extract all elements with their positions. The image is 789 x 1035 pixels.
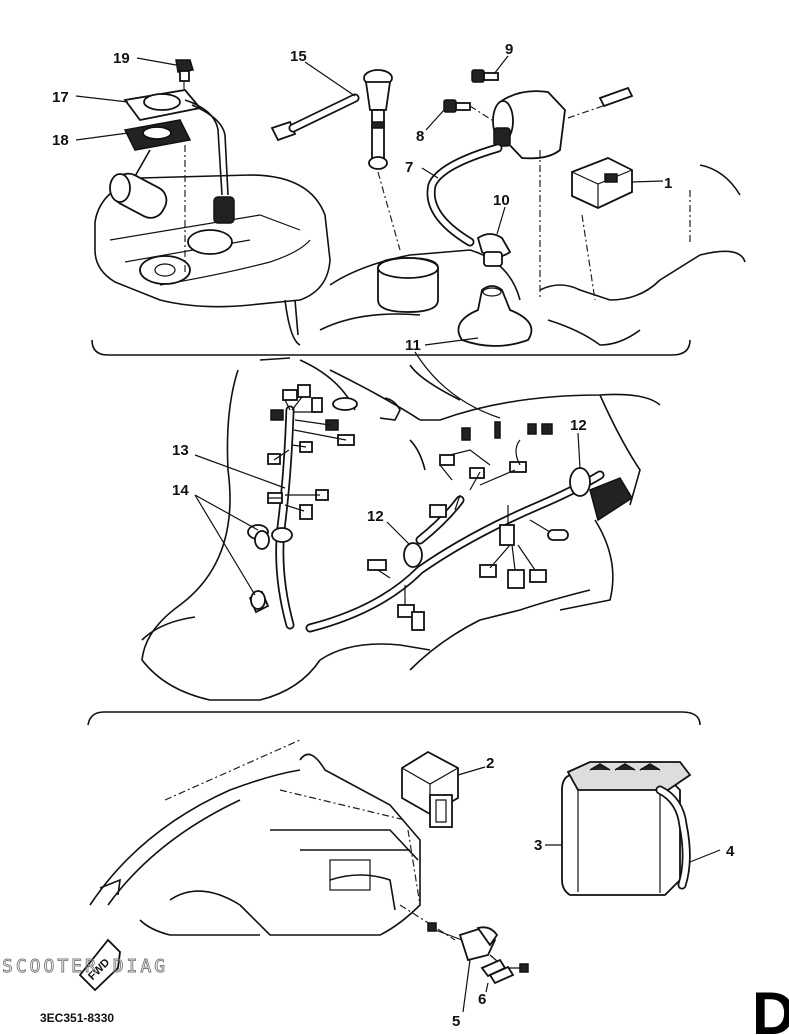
callout-19: 19	[113, 50, 130, 67]
watermark: SCOOTER DIAG	[2, 956, 168, 977]
bottom-section: FWD 2 3 4 5 6	[78, 711, 735, 1030]
callout-17: 17	[52, 89, 69, 106]
rubber-cap-11	[457, 285, 533, 347]
frame-mount	[319, 249, 521, 331]
grommet-12a	[403, 542, 423, 568]
callout-2: 2	[486, 755, 494, 772]
battery-3	[545, 761, 721, 896]
scooter-body-outline	[141, 369, 321, 701]
bolt-9	[471, 69, 499, 83]
callout-1: 1	[664, 175, 672, 192]
starter-motor-assembly	[426, 86, 634, 267]
harness-connectors-rear	[367, 421, 569, 631]
harness-connectors-top	[267, 384, 358, 465]
fuel-sender-unit	[109, 89, 235, 275]
callout-12-right: 12	[570, 417, 587, 434]
forward-arrow: FWD	[78, 938, 121, 992]
part-code: 3EC351-8330	[40, 1011, 114, 1025]
callout-9: 9	[505, 41, 513, 58]
clamp-14b	[250, 590, 266, 610]
ignition-coil-lead	[270, 69, 401, 251]
callout-3: 3	[534, 837, 542, 854]
top-section: 19 17 18 15 9 8 7 10 11 1	[52, 41, 746, 356]
bolt-8	[443, 99, 496, 123]
section-letter: D	[752, 980, 789, 1035]
callout-8: 8	[416, 128, 424, 145]
clamp-14a	[254, 530, 270, 550]
middle-section: 13 14 12 12	[141, 351, 661, 701]
callout-11: 11	[405, 337, 421, 354]
callout-6: 6	[478, 991, 486, 1008]
relay-1	[571, 157, 633, 209]
frame-rear	[539, 150, 746, 346]
callout-5: 5	[452, 1013, 460, 1030]
fuel-tank	[94, 174, 331, 346]
top-section-bracket	[91, 339, 691, 356]
bottom-section-bracket	[87, 711, 701, 726]
callout-4: 4	[726, 843, 735, 860]
callout-15: 15	[290, 48, 307, 65]
callout-14: 14	[172, 482, 189, 499]
callout-10: 10	[493, 192, 510, 209]
callout-12-left: 12	[367, 508, 384, 525]
callout-18: 18	[52, 132, 69, 149]
under-seat-frame	[89, 739, 456, 941]
regulator-unit	[589, 477, 634, 522]
relay-2	[401, 750, 486, 828]
callout-13: 13	[172, 442, 189, 459]
callout-7: 7	[405, 159, 413, 176]
fuse-holder-5	[427, 922, 529, 1013]
grommet-12b	[569, 467, 591, 497]
screw-19	[175, 59, 194, 92]
